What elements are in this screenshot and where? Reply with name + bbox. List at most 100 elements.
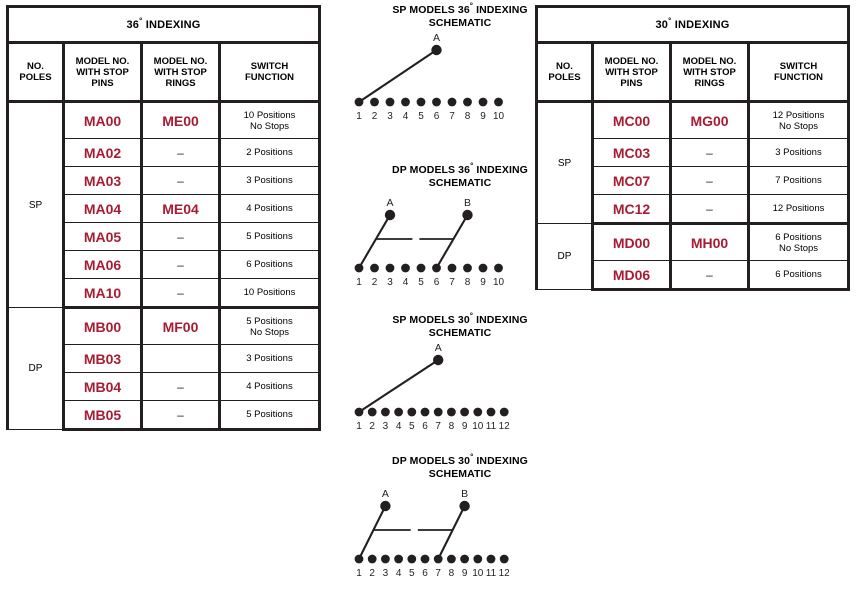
switch-function: 2 Positions: [219, 138, 321, 167]
model-stop-pins: MD06: [592, 260, 672, 291]
switch-function: 3 Positions: [748, 138, 850, 167]
svg-text:4: 4: [403, 277, 409, 288]
model-stop-rings: –: [670, 260, 750, 291]
model-stop-pins: MB04: [63, 372, 143, 401]
model-stop-rings: MH00: [670, 223, 750, 261]
table-row: MB04–4 Positions: [8, 372, 321, 401]
svg-text:1: 1: [356, 111, 362, 122]
svg-text:6: 6: [422, 421, 428, 432]
svg-text:B: B: [464, 197, 471, 209]
model-stop-rings: –: [141, 278, 221, 309]
model-stop-pins: MB05: [63, 400, 143, 431]
svg-text:4: 4: [396, 421, 402, 432]
model-stop-rings: –: [141, 166, 221, 195]
table-row: MB05–5 Positions: [8, 400, 321, 431]
table-row: MD06–6 Positions: [537, 260, 850, 291]
model-stop-pins: MD00: [592, 223, 672, 261]
model-stop-rings: –: [670, 138, 750, 167]
model-stop-pins: MB00: [63, 307, 143, 345]
model-stop-rings: –: [141, 372, 221, 401]
svg-text:9: 9: [480, 277, 486, 288]
svg-text:2: 2: [372, 277, 378, 288]
svg-text:9: 9: [480, 111, 486, 122]
model-stop-pins: MA02: [63, 138, 143, 167]
svg-text:10: 10: [472, 568, 484, 579]
switch-function: 3 Positions: [219, 166, 321, 195]
model-stop-pins: MA00: [63, 101, 143, 139]
model-stop-rings: –: [670, 194, 750, 225]
svg-text:A: A: [435, 342, 442, 354]
svg-text:8: 8: [449, 568, 455, 579]
svg-text:11: 11: [486, 421, 497, 432]
svg-text:6: 6: [434, 277, 440, 288]
model-stop-rings: –: [141, 138, 221, 167]
table-row: MA02–2 Positions: [8, 138, 321, 167]
svg-text:7: 7: [449, 277, 455, 288]
svg-text:11: 11: [486, 568, 497, 579]
svg-text:12: 12: [499, 421, 511, 432]
poles-cell-sp: SP: [535, 101, 594, 224]
svg-text:8: 8: [449, 421, 455, 432]
svg-text:B: B: [461, 488, 468, 500]
model-stop-pins: MA03: [63, 166, 143, 195]
table-title-row: 30° INDEXING: [535, 5, 850, 44]
svg-text:6: 6: [422, 568, 428, 579]
svg-text:7: 7: [449, 111, 455, 122]
poles-cell-sp: SP: [6, 101, 65, 308]
model-stop-pins: MA05: [63, 222, 143, 251]
model-stop-rings: [141, 344, 221, 373]
switch-function: 6 Positions: [219, 250, 321, 279]
poles-cell-dp: DP: [6, 307, 65, 430]
svg-text:6: 6: [434, 111, 440, 122]
svg-text:7: 7: [435, 568, 441, 579]
table-row: MC12–12 Positions: [537, 194, 850, 225]
model-stop-rings: MF00: [141, 307, 221, 345]
svg-text:8: 8: [465, 277, 471, 288]
svg-text:3: 3: [383, 421, 389, 432]
model-stop-pins: MC07: [592, 166, 672, 195]
model-stop-pins: MC00: [592, 101, 672, 139]
svg-text:10: 10: [472, 421, 484, 432]
switch-function: 12 Positions: [748, 194, 850, 225]
model-stop-pins: MA04: [63, 194, 143, 223]
svg-text:2: 2: [369, 568, 375, 579]
svg-text:3: 3: [387, 111, 393, 122]
svg-text:5: 5: [418, 111, 424, 122]
svg-text:A: A: [386, 197, 393, 209]
switch-function: 3 Positions: [219, 344, 321, 373]
column-header-0: NO.POLES: [6, 42, 65, 103]
switch-function: 5 Positions: [219, 400, 321, 431]
table-title: 36° INDEXING: [6, 5, 321, 44]
switch-function: 10 Positions: [219, 278, 321, 309]
svg-text:10: 10: [493, 111, 505, 122]
svg-text:A: A: [433, 32, 440, 44]
switch-function: 6 Positions: [748, 260, 850, 291]
svg-text:12: 12: [499, 568, 511, 579]
svg-text:5: 5: [409, 568, 415, 579]
svg-text:4: 4: [403, 111, 409, 122]
switch-function: 4 Positions: [219, 372, 321, 401]
model-stop-pins: MC03: [592, 138, 672, 167]
